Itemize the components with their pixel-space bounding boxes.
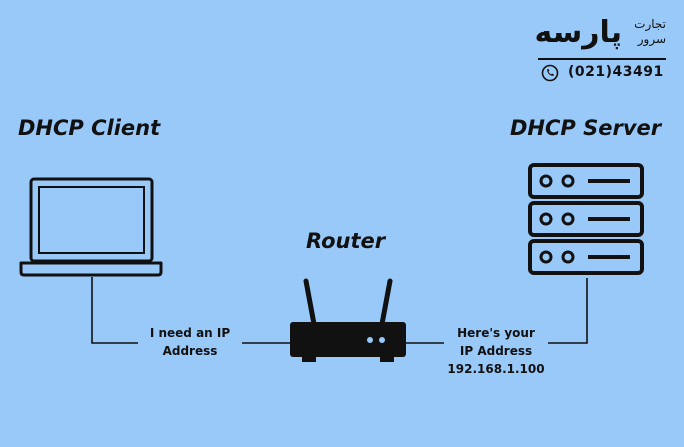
request-message-line2: Address <box>162 344 218 358</box>
server-rack-icon <box>526 162 646 280</box>
brand-logo: پارسه تجارت سرور <box>534 12 667 58</box>
router-icon <box>286 276 410 364</box>
request-message-line1: I need an IP <box>149 326 231 340</box>
client-title: DHCP Client <box>18 116 161 140</box>
phone-number: (021)43491 <box>568 64 664 80</box>
request-message: I need an IP Address <box>138 324 242 360</box>
reply-message-line3: 192.168.1.100 <box>447 362 545 376</box>
reply-message-line1: Here's your <box>457 326 535 340</box>
laptop-icon <box>18 176 164 278</box>
brand-tagline-line1: تجارت <box>634 17 666 31</box>
brand-name: پارسه <box>534 15 623 50</box>
router-title: Router <box>306 229 386 253</box>
brand-divider <box>538 58 666 60</box>
reply-message-line2: IP Address <box>459 344 533 358</box>
server-title: DHCP Server <box>510 116 662 140</box>
reply-message: Here's your IP Address 192.168.1.100 <box>444 324 548 378</box>
phone-icon <box>541 64 559 82</box>
brand-tagline-line2: سرور <box>637 32 666 46</box>
